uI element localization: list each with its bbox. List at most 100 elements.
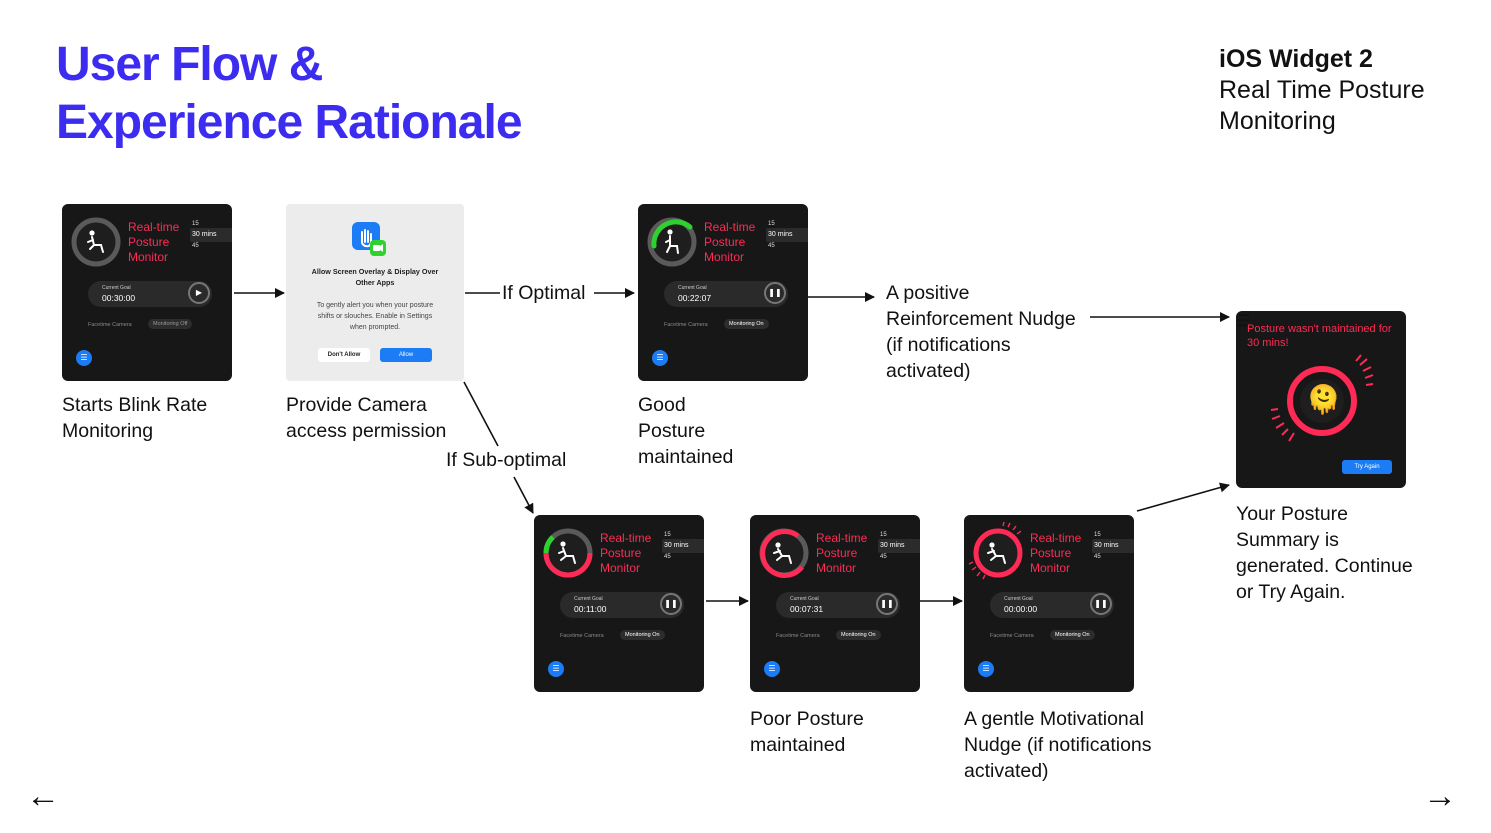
dial-selected: 30 mins xyxy=(766,228,808,242)
caption-summary-2: Summary is xyxy=(1236,529,1339,551)
current-goal-pill: Current Goal 00:22:07 ❚❚ xyxy=(664,281,788,307)
subtitle-line-3: Monitoring xyxy=(1219,107,1336,135)
pause-icon[interactable]: ❚❚ xyxy=(876,593,898,615)
caption-nudge: A gentle Motivational Nudge (if notifica… xyxy=(964,706,1152,784)
dial-15: 15 xyxy=(192,221,199,227)
dial-15: 15 xyxy=(664,532,671,538)
widget-title-1: Real-time xyxy=(600,531,652,545)
widget-title-2: Posture xyxy=(128,235,170,249)
dial-selected: 30 mins xyxy=(662,539,704,553)
posture-ring xyxy=(543,528,593,578)
caption-good-3: maintained xyxy=(638,446,734,468)
sitting-person-icon xyxy=(87,230,104,253)
caption-summary-3: generated. Continue xyxy=(1236,555,1413,577)
caption-permission: Provide Camera access permission xyxy=(286,392,446,444)
list-icon[interactable]: ☰ xyxy=(76,350,92,366)
camera-label: Facetime Camera xyxy=(88,322,132,328)
caption-summary-4: or Try Again. xyxy=(1236,581,1346,603)
caption-good-1: Good xyxy=(638,394,686,416)
posture-ring xyxy=(968,521,1023,580)
dial-45: 45 xyxy=(664,554,671,560)
label-if-sub-optimal: If Sub-optimal xyxy=(446,448,567,472)
next-arrow-icon[interactable]: → xyxy=(1423,777,1457,815)
list-icon[interactable]: ☰ xyxy=(764,661,780,677)
current-goal-pill: Current Goal 00:07:31 ❚❚ xyxy=(776,592,900,618)
widget-title-1: Real-time xyxy=(1030,531,1082,545)
dial-15: 15 xyxy=(1094,532,1101,538)
pause-icon[interactable]: ❚❚ xyxy=(1090,593,1112,615)
title-line-2: Experience Rationale xyxy=(56,96,523,149)
play-icon[interactable]: ▶ xyxy=(188,282,210,304)
camera-label: Facetime Camera xyxy=(664,322,708,328)
sitting-person-icon xyxy=(558,541,576,564)
monitoring-toggle[interactable]: Monitoring On xyxy=(620,630,665,640)
dial-45: 45 xyxy=(880,554,887,560)
pause-icon[interactable]: ❚❚ xyxy=(764,282,786,304)
widget-title-2: Posture xyxy=(600,546,642,560)
posture-ring xyxy=(647,217,697,267)
permission-body: To gently alert you when your posture sh… xyxy=(316,302,434,331)
permission-dialog: Allow Screen Overlay & Display Over Othe… xyxy=(286,204,464,381)
caption-poor-1: Poor Posture xyxy=(750,708,864,730)
dial-15: 15 xyxy=(768,221,775,227)
dont-allow-button[interactable]: Don't Allow xyxy=(318,348,370,362)
caption-nudge-1: A gentle Motivational xyxy=(964,708,1144,730)
widget-title-2: Posture xyxy=(704,235,746,249)
monitoring-toggle[interactable]: Monitoring On xyxy=(724,319,769,329)
summary-widget: Posture wasn't maintained for 30 mins! 🫠… xyxy=(1236,311,1406,488)
monitoring-toggle[interactable]: Monitoring Off xyxy=(148,319,193,329)
goal-time: 00:11:00 xyxy=(574,604,607,614)
goal-time: 00:30:00 xyxy=(102,293,136,303)
sitting-person-icon xyxy=(987,542,1006,564)
dial-15: 15 xyxy=(880,532,887,538)
allow-button[interactable]: Allow xyxy=(380,348,432,362)
goal-label: Current Goal xyxy=(790,596,819,602)
goal-label: Current Goal xyxy=(102,285,131,291)
caption-summary-1: Your Posture xyxy=(1236,503,1349,525)
monitoring-toggle[interactable]: Monitoring On xyxy=(1050,630,1095,640)
caption-poor-2: maintained xyxy=(750,734,846,756)
sitting-person-icon xyxy=(665,229,679,254)
list-icon[interactable]: ☰ xyxy=(978,661,994,677)
sitting-person-icon xyxy=(773,542,792,564)
pause-icon[interactable]: ❚❚ xyxy=(660,593,682,615)
list-icon[interactable]: ☰ xyxy=(548,661,564,677)
positive-nudge-label: A positive Reinforcement Nudge (if notif… xyxy=(886,280,1076,384)
widget-title-3: Monitor xyxy=(704,250,745,264)
page-subtitle: iOS Widget 2 Real Time Posture Monitorin… xyxy=(1219,44,1425,137)
dial-45: 45 xyxy=(192,243,199,249)
dial-selected: 30 mins xyxy=(190,228,232,242)
widget-title-3: Monitor xyxy=(600,561,641,575)
dial-45: 45 xyxy=(768,243,775,249)
widget-title-1: Real-time xyxy=(816,531,868,545)
goal-time: 00:22:07 xyxy=(678,293,712,303)
dial-selected: 30 mins xyxy=(1092,539,1134,553)
subtitle-line-2: Real Time Posture xyxy=(1219,76,1425,104)
widget-title-2: Posture xyxy=(816,546,858,560)
positive-line-3: (if notifications xyxy=(886,334,1011,356)
posture-ring xyxy=(71,217,121,267)
widget-title-3: Monitor xyxy=(1030,561,1071,575)
monitoring-toggle[interactable]: Monitoring On xyxy=(836,630,881,640)
goal-label: Current Goal xyxy=(678,285,707,291)
widget-title-1: Real-time xyxy=(704,220,756,234)
list-icon[interactable]: ☰ xyxy=(1236,313,1251,330)
list-icon[interactable]: ☰ xyxy=(652,350,668,366)
try-again-button[interactable]: Try Again xyxy=(1342,460,1392,474)
previous-arrow-icon[interactable]: ← xyxy=(26,777,60,815)
hand-overlay-icon xyxy=(352,222,386,256)
dial-selected: 30 mins xyxy=(878,539,920,553)
goal-label: Current Goal xyxy=(1004,596,1033,602)
